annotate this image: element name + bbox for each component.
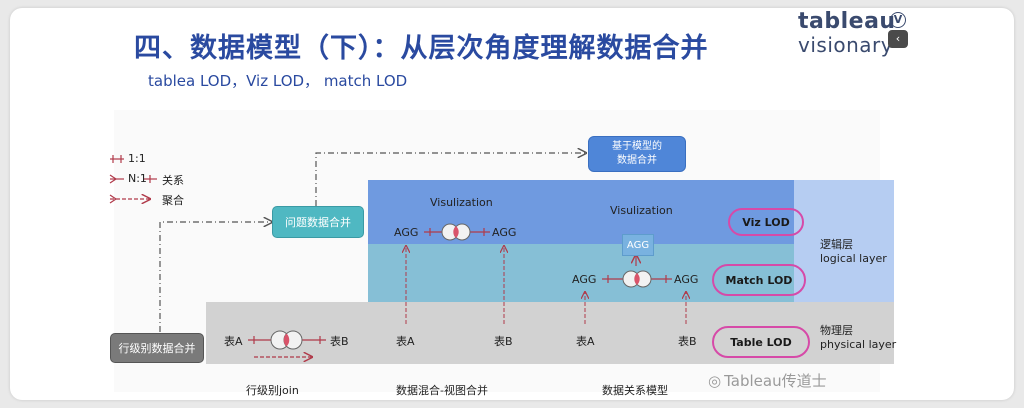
viz-title-right: Visulization (610, 204, 673, 217)
table-b-relation: 表B (678, 335, 697, 348)
caption-relation: 数据关系模型 (602, 384, 668, 397)
table-a-blend: 表A (396, 335, 415, 348)
legend-symbol-nto1: N:1 (128, 172, 147, 185)
legend-symbol-1to1: 1:1 (128, 152, 146, 165)
logical-layer-en: logical layer (820, 252, 887, 265)
table-lod-pill: Table LOD (712, 326, 810, 358)
legend-label-relation: 关系 (162, 174, 184, 187)
agg-node-match-left: AGG (572, 273, 597, 286)
wechat-icon: ◎ (708, 372, 722, 390)
viz-layer-band (368, 180, 794, 244)
match-layer-label-band (794, 244, 894, 302)
watermark-text: Tableau传道士 (724, 372, 827, 390)
physical-join (248, 336, 326, 357)
match-lod-pill: Match LOD (712, 264, 806, 296)
agg-node-viz-left: AGG (394, 226, 419, 239)
table-a-join: 表A (224, 335, 243, 348)
table-a-relation: 表A (576, 335, 595, 348)
physical-layer-band (206, 302, 894, 364)
aggregation-arrows (406, 246, 686, 324)
viz-join-left (424, 228, 490, 236)
table-b-blend: 表B (494, 335, 513, 348)
logo-line1: tableau (798, 9, 896, 34)
physical-layer-en: physical layer (820, 338, 897, 351)
row-merge-box: 行级别数据合并 (110, 333, 204, 363)
table-b-join: 表B (330, 335, 349, 348)
agg-node-match-right: AGG (674, 273, 699, 286)
caption-join: 行级别join (246, 384, 299, 397)
legend-label-aggregate: 聚合 (162, 194, 184, 207)
legend-symbols (109, 155, 157, 203)
logical-layer-cn: 逻辑层 (820, 238, 853, 251)
watermark: ◎Tableau传道士 (708, 370, 827, 391)
logical-layer-label-band (794, 180, 894, 244)
logo-badge: V (890, 12, 906, 28)
agg-node-viz-right: AGG (492, 226, 517, 239)
logo-line2: visionary (798, 33, 894, 57)
tableau-visionary-logo: tableau visionary V (798, 9, 906, 57)
caption-blend: 数据混合-视图合并 (396, 384, 488, 397)
page-subtitle: tablea LOD，Viz LOD， match LOD (148, 72, 408, 90)
match-join (602, 255, 672, 283)
physical-layer-cn: 物理层 (820, 324, 853, 337)
viz-title-left: Visulization (430, 196, 493, 209)
model-merge-box: 基于模型的 数据合并 (588, 136, 686, 172)
viz-lod-pill: Viz LOD (728, 208, 804, 236)
page-title: 四、数据模型（下）：从层次角度理解数据合并 (134, 33, 709, 64)
question-merge-box: 问题数据合并 (272, 206, 364, 238)
agg-box: AGG (622, 234, 654, 256)
collapse-button[interactable]: ‹ (888, 30, 908, 48)
